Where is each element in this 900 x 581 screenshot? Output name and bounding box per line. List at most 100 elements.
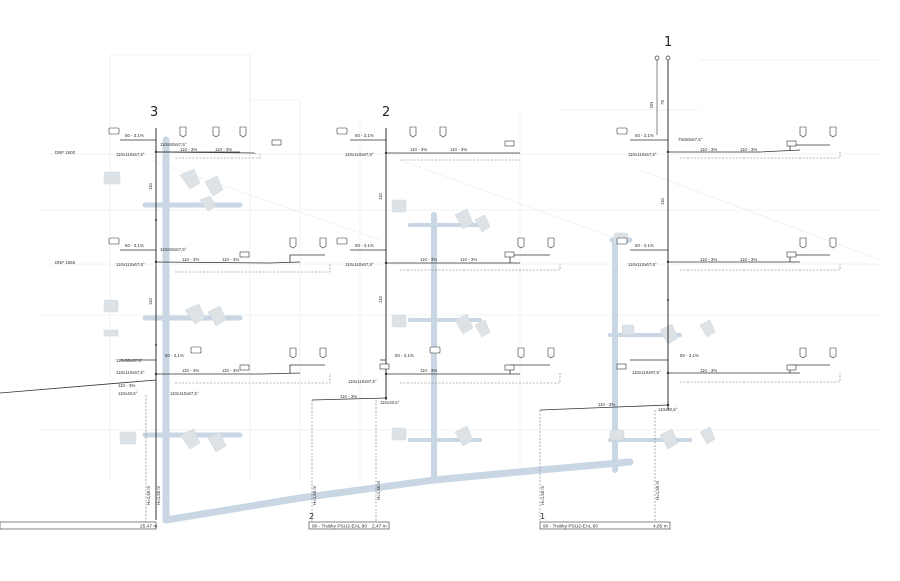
basin-icon (108, 127, 120, 135)
fixtures (108, 126, 837, 371)
dimension-label: H=1,55 m (146, 485, 151, 505)
riser-size-label: 110 (378, 295, 383, 303)
floor-lines (50, 153, 880, 265)
sink-icon (239, 364, 250, 371)
slope-label: 110 - 3% (740, 147, 757, 152)
sink-icon (786, 364, 797, 371)
slope-label: 110 - 3% (340, 394, 357, 399)
toilet-icon (439, 126, 447, 138)
toilet-icon (319, 237, 327, 249)
slope-label: 110 - 3% (222, 257, 239, 262)
run-mid-value: 2,47 m (372, 524, 387, 530)
slope-label: 110 - 3% (420, 257, 437, 262)
fitting-label: 110x110x67,5° (116, 152, 145, 157)
sink-icon (504, 140, 515, 147)
footer-runs: 25,47 m 2 90 - Trubky PSU2-EAL 90 2,47 m… (0, 512, 671, 530)
basin-icon (616, 363, 627, 370)
toilet-icon (799, 237, 807, 249)
fitting-label: 110x110x67,5° (628, 152, 657, 157)
riser-numbers: 3 2 1 (150, 35, 672, 120)
riser-size-label: 110 (378, 192, 383, 200)
slope-label: 50 - 3,1% (680, 353, 699, 358)
pipe-labels: 50 - 3,1% 110x110x67,5° 110x50x67,5° 110… (116, 133, 757, 412)
toilet-icon (799, 347, 807, 359)
riser-size-label: 110 (660, 197, 665, 205)
run-number-1: 1 (540, 512, 545, 521)
run-right-text: 90 - Trubky PSU2-EAL 90 (543, 524, 598, 530)
basin-icon (429, 346, 441, 354)
fitting-label: 110x50x67,5° (160, 142, 187, 147)
fitting-label: 110x110x67,5° (345, 152, 374, 157)
riser-size-label: 110 (148, 297, 153, 305)
toilet-icon (319, 347, 327, 359)
fitting-label: 110x110x67,5° (116, 262, 145, 267)
basin-icon (336, 237, 348, 245)
slope-label: 110 - 3% (700, 147, 717, 152)
toilet-icon (212, 126, 220, 138)
riser-size-label: 75 (660, 100, 665, 105)
toilet-icon (829, 126, 837, 138)
basin-icon (616, 127, 628, 135)
slope-label: 50 - 3,1% (635, 243, 654, 248)
dimension-label: H=1,55 m (540, 485, 545, 505)
slope-label: 50 - 3,1% (125, 133, 144, 138)
riser-number-3: 3 (150, 105, 158, 120)
slope-label: 50 - 3,1% (165, 353, 184, 358)
floor-label: DNF 1565 (55, 260, 76, 265)
dashed-lines (145, 150, 841, 522)
floor-label: DNF 1900 (55, 150, 76, 155)
riser-size-label: 110 (148, 182, 153, 190)
slope-label: 110 - 3% (410, 147, 427, 152)
floor-level-labels: DNF 1900 DNF 1565 (55, 150, 76, 265)
toilet-icon (517, 237, 525, 249)
sink-icon (504, 364, 515, 371)
slope-label: 50 - 3,1% (395, 353, 414, 358)
toilet-icon (547, 237, 555, 249)
slope-label: 110 - 3% (215, 147, 232, 152)
run-right-value: 4,85 m (653, 524, 668, 530)
toilet-icon (179, 126, 187, 138)
run-left-value: 25,47 m (140, 524, 157, 530)
run-box-left (0, 521, 157, 530)
dimension-label: H=1,55 m (376, 480, 381, 500)
toilet-icon (289, 347, 297, 359)
slope-label: 50 - 3,1% (125, 243, 144, 248)
toilet-icon (517, 347, 525, 359)
sink-icon (239, 251, 250, 258)
basin-icon (190, 346, 202, 354)
slope-label: 50 - 3,1% (355, 243, 374, 248)
slope-label: 110 - 3% (182, 368, 199, 373)
riser-number-2: 2 (382, 105, 390, 120)
toilet-icon (829, 237, 837, 249)
fitting-label: 110x50x67,5° (160, 247, 187, 252)
vent-caps (654, 55, 671, 61)
fitting-label: 110x110x67,5° (345, 262, 374, 267)
toilet-icon (829, 347, 837, 359)
fitting-label: 110x50x67,5° (116, 358, 143, 363)
dimension-label: H=1,55 m (156, 485, 161, 505)
slope-label: 110 - 3% (420, 368, 437, 373)
vent-label: DN (649, 102, 654, 108)
basin-icon (108, 237, 120, 245)
slope-label: 110 - 3% (182, 257, 199, 262)
dimension-label: H=1,65 m (312, 485, 317, 505)
fitting-label: 110x40,5° (118, 391, 138, 396)
slope-label: 110 - 3% (460, 257, 477, 262)
fitting-label: 110x110x67,5° (628, 262, 657, 267)
slope-label: 50 - 3,1% (635, 133, 654, 138)
sink-icon (504, 251, 515, 258)
joint-markers (154, 150, 670, 407)
slope-label: 110 - 3% (450, 147, 467, 152)
fitting-label: 110x40,5° (658, 407, 678, 412)
toilet-icon (289, 237, 297, 249)
fitting-label: 110x40,5° (380, 400, 400, 405)
run-box-right (539, 521, 671, 530)
basin-icon (379, 363, 390, 370)
slope-label: 50 - 3,1% (355, 133, 374, 138)
fitting-label: 110x110x87,5° (632, 370, 661, 375)
dimension-label: H=1,55 m (655, 480, 660, 500)
riser-size-labels: 110 110 110 110 75 110 DN (148, 100, 665, 305)
slope-label: 110 - 3% (700, 257, 717, 262)
slope-label: 110 - 3% (180, 147, 197, 152)
